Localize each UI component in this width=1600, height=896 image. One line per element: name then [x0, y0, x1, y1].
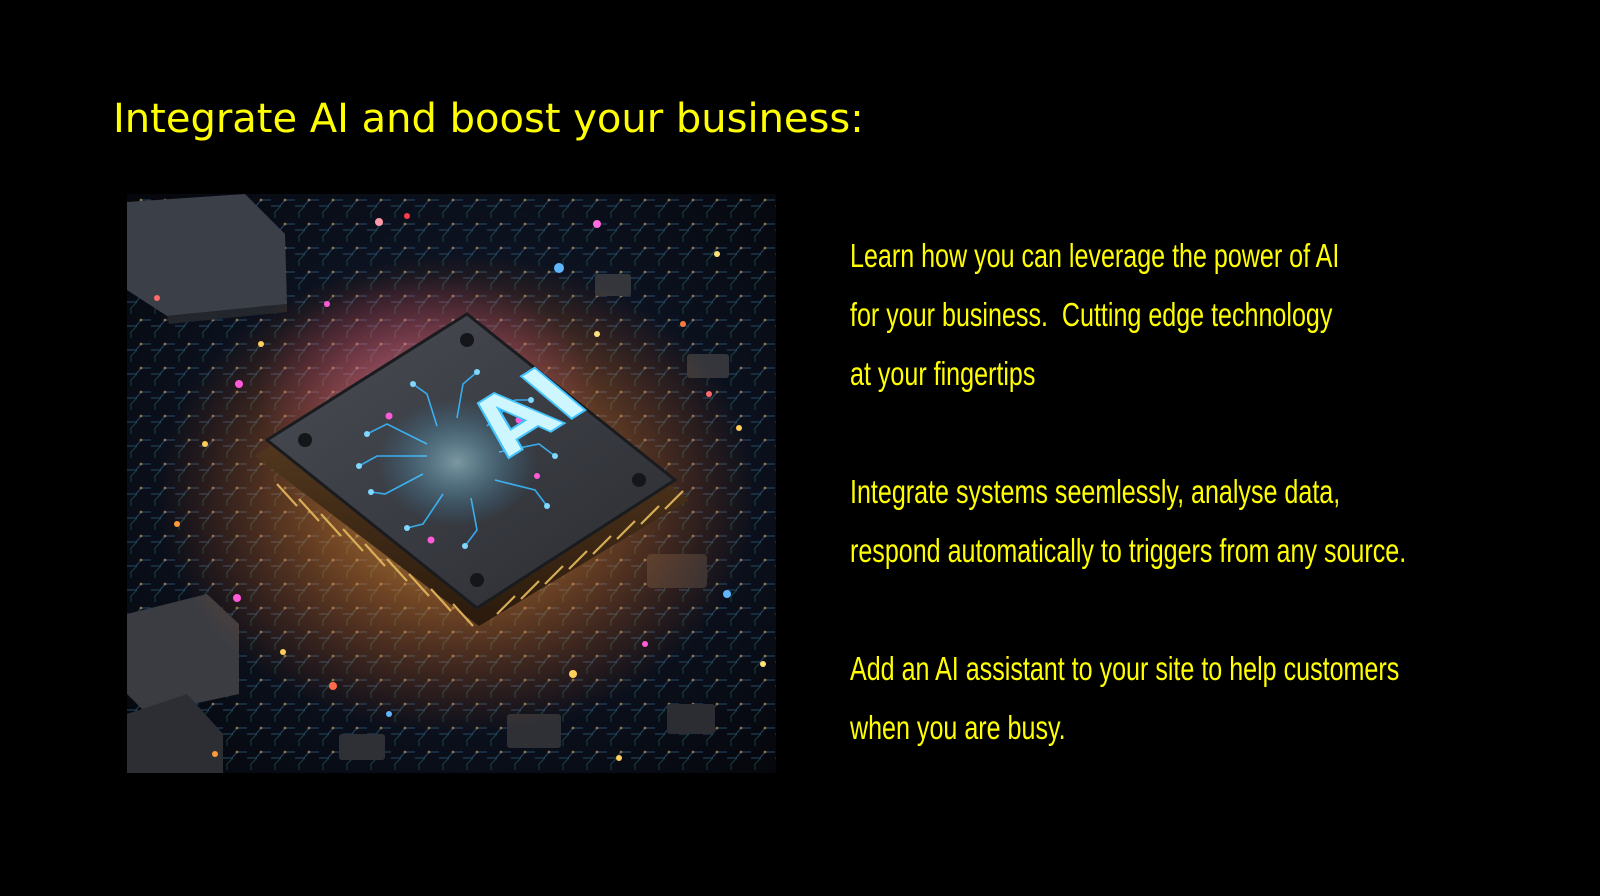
paragraph-line: respond automatically to triggers from a… [850, 532, 1407, 569]
paragraph-line: for your business. Cutting edge technolo… [850, 296, 1333, 333]
paragraph-integrate-systems: Integrate systems seemlessly, analyse da… [850, 462, 1407, 580]
paragraph-line: at your fingertips [850, 355, 1036, 392]
ai-chip-image: AI [127, 194, 776, 773]
ai-chip-icon: AI [127, 194, 776, 773]
body-copy: Learn how you can leverage the power of … [850, 226, 1407, 757]
paragraph-line: when you are busy. [850, 709, 1066, 746]
paragraph-ai-assistant: Add an AI assistant to your site to help… [850, 639, 1400, 757]
paragraph-line: Integrate systems seemlessly, analyse da… [850, 473, 1341, 510]
paragraph-ai-leverage: Learn how you can leverage the power of … [850, 226, 1397, 403]
slide-heading: Integrate AI and boost your business: [113, 96, 864, 142]
paragraph-line: Learn how you can leverage the power of … [850, 237, 1340, 274]
paragraph-line: Add an AI assistant to your site to help… [850, 650, 1400, 687]
